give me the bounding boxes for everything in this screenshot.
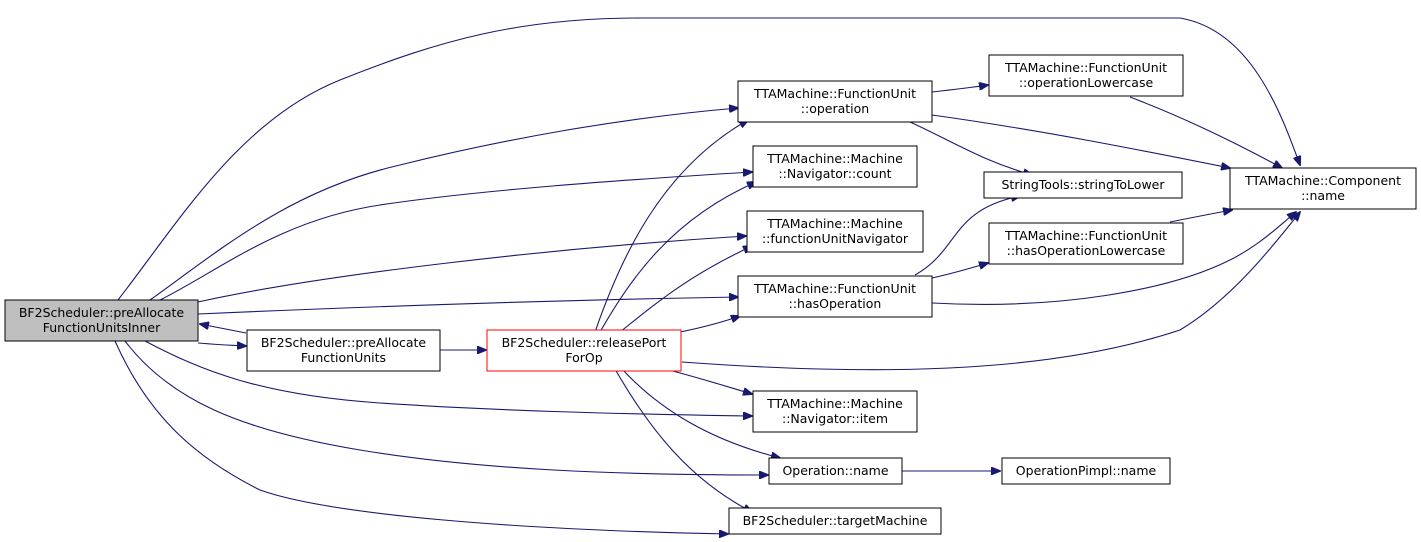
node-label-line-1: TTAMachine::Machine xyxy=(766,396,903,411)
node-label-line-2: ::Navigator::item xyxy=(782,411,888,426)
node-label-line-2: ::functionUnitNavigator xyxy=(762,231,909,246)
node-function-unit-has-operation-lowercase[interactable]: TTAMachine::FunctionUnit ::hasOperationL… xyxy=(988,222,1184,265)
edge-has-operation-to-string-to-lower xyxy=(914,196,1020,276)
node-label-line-1: TTAMachine::Machine xyxy=(766,216,903,231)
edge-root-to-target-machine xyxy=(114,340,728,534)
node-target-machine[interactable]: BF2Scheduler::targetMachine xyxy=(728,507,942,535)
node-label-line-2: ForOp xyxy=(565,350,602,365)
edge-release-port-to-component-name xyxy=(681,212,1300,371)
node-label-line-1: TTAMachine::Machine xyxy=(766,151,903,166)
edge-release-port-to-fu-operation xyxy=(594,120,748,333)
node-label-line-2: ::Navigator::count xyxy=(778,166,891,181)
node-label-line-1: Operation::name xyxy=(782,463,888,478)
edge-release-port-to-target-machine xyxy=(614,368,752,512)
node-label-line-1: TTAMachine::FunctionUnit xyxy=(753,281,916,296)
node-label-line-1: BF2Scheduler::preAllocate xyxy=(261,335,427,350)
edge-root-to-navigator-item xyxy=(144,340,752,416)
node-label-line-1: TTAMachine::Component xyxy=(1244,173,1401,188)
edge-has-operation-to-component-name xyxy=(931,212,1296,305)
edge-preallocate-function-units-to-root xyxy=(200,324,247,334)
node-preallocate-function-units[interactable]: BF2Scheduler::preAllocate FunctionUnits xyxy=(246,329,441,372)
node-label-line-1: BF2Scheduler::releasePort xyxy=(502,335,667,350)
node-operation-name[interactable]: Operation::name xyxy=(768,457,903,485)
node-string-to-lower[interactable]: StringTools::stringToLower xyxy=(983,171,1183,199)
edge-release-port-to-function-unit-navigator xyxy=(619,246,752,333)
node-release-port-for-op[interactable]: BF2Scheduler::releasePort ForOp xyxy=(486,329,682,372)
edge-root-to-operation-name xyxy=(124,340,768,475)
node-label-line-1: OperationPimpl::name xyxy=(1016,463,1157,478)
edge-release-port-to-navigator-count xyxy=(599,182,756,333)
edge-release-port-to-navigator-item xyxy=(664,368,752,394)
node-operation-pimpl-name[interactable]: OperationPimpl::name xyxy=(1001,457,1171,485)
node-label-line-1: TTAMachine::FunctionUnit xyxy=(1004,60,1167,75)
node-label-line-1: BF2Scheduler::targetMachine xyxy=(743,513,928,528)
edge-has-operation-lowercase-to-component-name xyxy=(1169,210,1232,223)
node-function-unit-has-operation[interactable]: TTAMachine::FunctionUnit ::hasOperation xyxy=(737,275,933,318)
edge-has-operation-to-has-operation-lowercase xyxy=(931,263,988,279)
node-label-line-2: ::name xyxy=(1301,188,1345,203)
node-navigator-item[interactable]: TTAMachine::Machine ::Navigator::item xyxy=(752,390,918,433)
node-label-line-2: ::hasOperationLowercase xyxy=(1007,243,1166,258)
node-preallocate-function-units-inner[interactable]: BF2Scheduler::preAllocate FunctionUnitsI… xyxy=(4,299,199,342)
edge-fu-operation-to-operation-lowercase xyxy=(931,85,988,93)
node-label-line-1: StringTools::stringToLower xyxy=(1001,177,1165,192)
edge-root-to-fu-operation xyxy=(149,108,738,301)
edge-root-to-preallocate-function-units xyxy=(197,343,246,346)
edge-release-port-to-operation-name xyxy=(621,368,780,458)
node-component-name[interactable]: TTAMachine::Component ::name xyxy=(1229,167,1417,210)
node-function-unit-navigator[interactable]: TTAMachine::Machine ::functionUnitNaviga… xyxy=(746,210,924,253)
edge-fu-operation-to-string-to-lower xyxy=(909,121,1032,175)
node-label-line-2: ::hasOperation xyxy=(789,296,882,311)
node-label-line-1: BF2Scheduler::preAllocate xyxy=(19,305,185,320)
edge-fu-operation-to-component-name xyxy=(931,114,1230,168)
edge-root-to-navigator-count xyxy=(159,172,752,301)
node-label-line-2: FunctionUnitsInner xyxy=(43,320,161,335)
node-label-line-1: TTAMachine::FunctionUnit xyxy=(753,86,916,101)
edge-root-to-function-unit-navigator xyxy=(197,236,746,303)
node-label-line-2: ::operation xyxy=(801,101,869,116)
node-function-unit-operation-lowercase[interactable]: TTAMachine::FunctionUnit ::operationLowe… xyxy=(988,54,1184,97)
node-label-line-2: FunctionUnits xyxy=(301,350,386,365)
node-label-line-2: ::operationLowercase xyxy=(1019,75,1154,90)
edge-operation-lowercase-to-component-name xyxy=(1129,96,1282,168)
node-function-unit-operation[interactable]: TTAMachine::FunctionUnit ::operation xyxy=(737,80,933,123)
edge-root-to-component-name xyxy=(117,17,1300,301)
edge-release-port-to-has-operation xyxy=(679,316,740,333)
edge-root-to-has-operation xyxy=(197,297,738,315)
node-navigator-count[interactable]: TTAMachine::Machine ::Navigator::count xyxy=(752,145,918,188)
node-label-line-1: TTAMachine::FunctionUnit xyxy=(1004,228,1167,243)
